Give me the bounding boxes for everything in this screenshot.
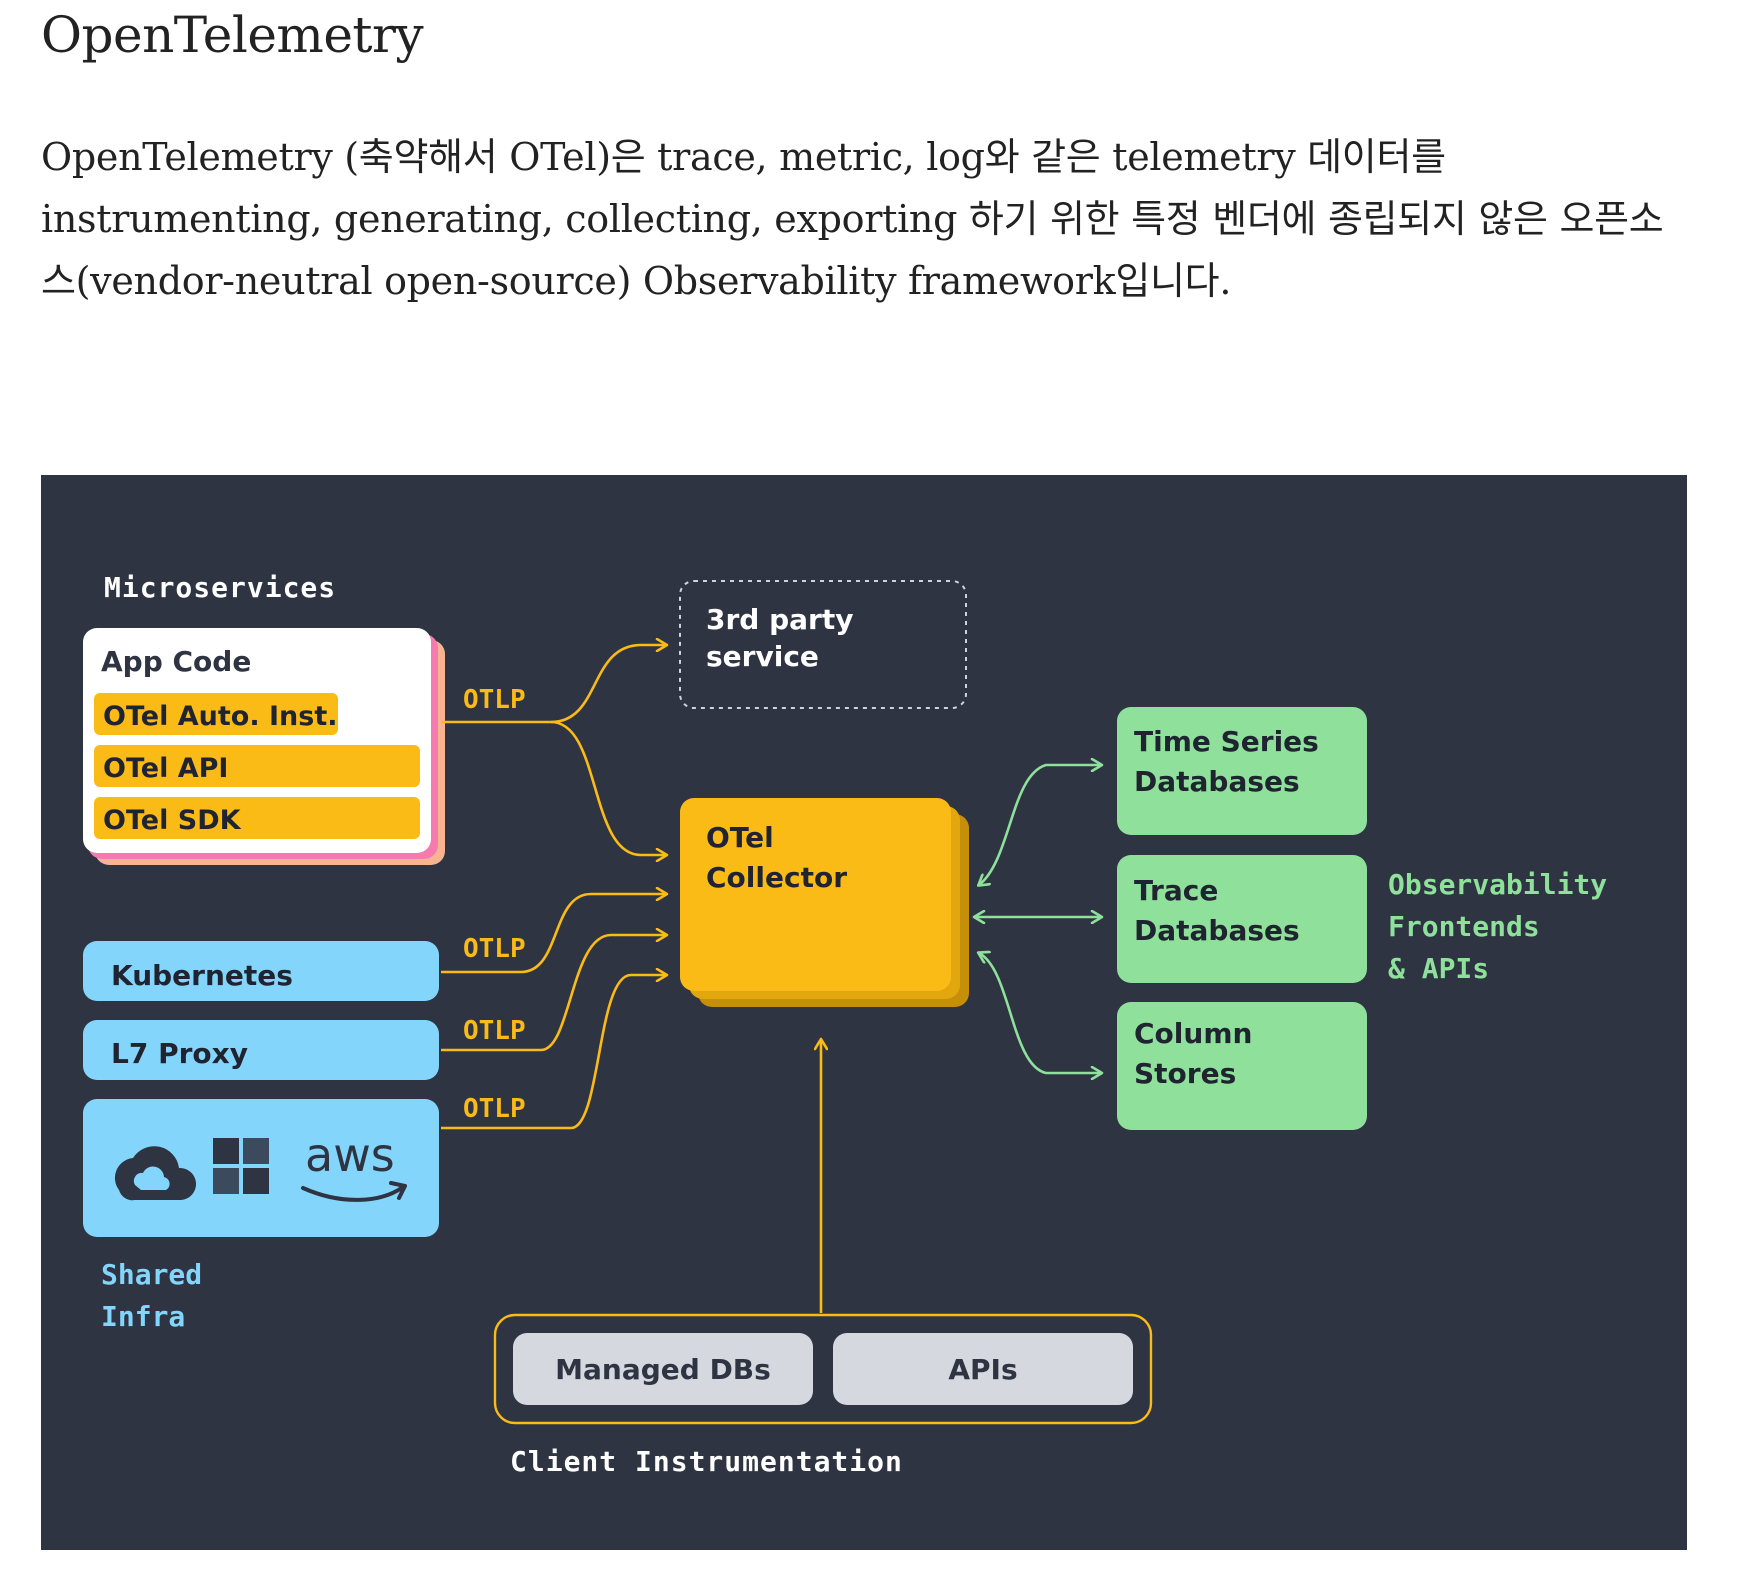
collector-box [680,798,951,991]
otel-api-bar [94,745,420,787]
column-stores-label-1: Column [1134,1017,1252,1050]
column-stores-box [1117,1002,1367,1130]
otel-sdk-label: OTel SDK [103,805,242,836]
intro-paragraph: OpenTelemetry (축약해서 OTel)은 trace, metric… [41,126,1701,312]
third-party-service-box [679,580,967,709]
trace-db-box [1117,855,1367,983]
kubernetes-box [83,941,439,1001]
observability-label-1: Observability [1388,868,1607,901]
managed-dbs-box [513,1333,813,1405]
managed-dbs-label: Managed DBs [555,1353,771,1386]
time-series-db-box [1117,707,1367,835]
page-title: OpenTelemetry [41,6,424,64]
gcp-cloud-icon [114,1146,197,1201]
svg-text:aws: aws [305,1128,395,1182]
otel-architecture-diagram: Microservices App Code OTel Auto. Inst. … [41,475,1687,1550]
app-code-label: App Code [101,645,251,678]
l7-proxy-label: L7 Proxy [111,1037,248,1070]
intro-line-3: 스(vendor-neutral open-source) Observabil… [41,259,1232,303]
otlp-arrow-l7-proxy [441,935,666,1052]
otel-sdk-bar [94,797,420,839]
collector-column-stores-arrow [979,953,1101,1073]
third-party-label-1: 3rd party [706,603,853,636]
collector-time-series-arrow [979,765,1101,885]
apis-box [833,1333,1133,1405]
column-stores-label-2: Stores [1134,1057,1236,1090]
kubernetes-label: Kubernetes [111,959,293,992]
time-series-label-1: Time Series [1134,725,1319,758]
aws-logo: aws [301,1128,407,1202]
shared-infra-label-2: Infra [101,1300,185,1333]
trace-db-label-2: Databases [1134,914,1300,947]
shared-infra-label-1: Shared [101,1258,202,1291]
azure-windows-icon [213,1138,269,1194]
otel-auto-inst-label: OTel Auto. Inst. [103,701,337,732]
client-instrumentation-group [493,1313,1153,1425]
otel-api-label: OTel API [103,753,228,784]
otlp-arrow-kubernetes [441,894,666,974]
otlp-label-shared-infra: OTLP [463,1094,526,1124]
otlp-arrow-shared-infra [441,975,666,1130]
third-party-label-2: service [706,640,819,673]
otlp-arrow-app-to-collector [550,720,666,855]
otlp-label-app: OTLP [463,685,526,715]
time-series-label-2: Databases [1134,765,1300,798]
apis-label: APIs [948,1353,1017,1386]
app-code-card [83,628,431,853]
collector-label-2: Collector [706,861,847,894]
intro-line-2: instrumenting, generating, collecting, e… [41,197,1664,241]
otel-auto-inst-bar [94,693,338,735]
otlp-label-l7-proxy: OTLP [463,1016,526,1046]
intro-line-1: OpenTelemetry (축약해서 OTel)은 trace, metric… [41,135,1446,179]
otlp-label-kubernetes: OTLP [463,934,526,964]
client-instrumentation-label: Client Instrumentation [510,1445,903,1478]
observability-label-2: Frontends [1388,910,1540,943]
l7-proxy-box [83,1020,439,1080]
trace-db-label-1: Trace [1134,874,1218,907]
observability-label-3: & APIs [1388,952,1489,985]
microservices-label: Microservices [104,571,336,604]
collector-label-1: OTel [706,821,774,854]
otlp-arrow-to-third-party [441,645,666,724]
